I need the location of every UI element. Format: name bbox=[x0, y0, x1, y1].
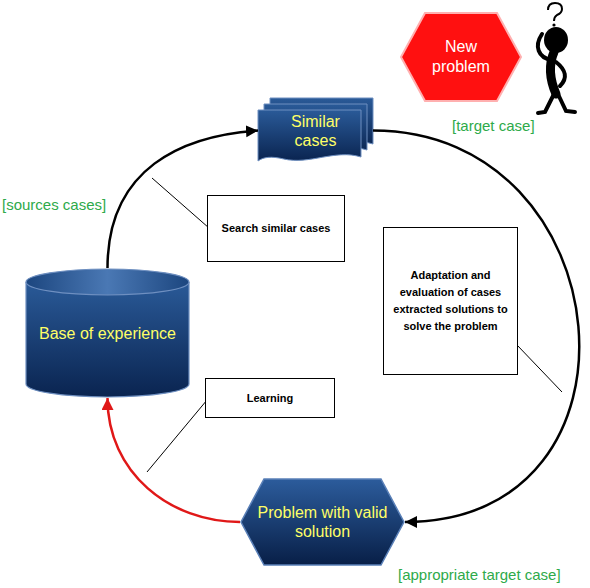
database-cylinder-part bbox=[26, 269, 189, 295]
node-text: Learning bbox=[247, 390, 293, 407]
case-label: [target case] bbox=[452, 117, 535, 134]
database-cylinder: Base of experience bbox=[25, 268, 190, 398]
node-text: Problem with valid solution bbox=[240, 503, 405, 541]
solution-hexagon-outline bbox=[240, 478, 405, 566]
node-text: Search similar cases bbox=[222, 220, 331, 237]
problem-hexagon: New problem bbox=[400, 12, 522, 102]
leader-line bbox=[517, 345, 562, 392]
solution-hexagon: Problem with valid solution bbox=[240, 478, 405, 566]
question-dot bbox=[552, 23, 555, 26]
problem-hexagon-outline bbox=[400, 12, 522, 102]
leader-line bbox=[147, 400, 207, 472]
node-text: Adaptation and evaluation of cases extra… bbox=[392, 267, 509, 335]
figure-arm bbox=[538, 34, 552, 60]
process-box: Search similar cases bbox=[207, 195, 345, 262]
problem-hexagon-part bbox=[401, 13, 521, 101]
leader-line bbox=[152, 178, 209, 228]
figure-leg bbox=[538, 92, 555, 113]
document-stack: Similar cases bbox=[258, 98, 373, 163]
database-cylinder-part bbox=[26, 282, 189, 397]
thinking-figure bbox=[538, 3, 575, 113]
case-label: [appropriate target case] bbox=[398, 566, 561, 583]
figure-leg bbox=[557, 92, 575, 112]
node-text: Base of experience bbox=[29, 324, 186, 343]
node-text: Similar cases bbox=[258, 112, 373, 150]
figure-arm bbox=[556, 62, 565, 86]
process-box: Learning bbox=[205, 378, 335, 418]
cycle-arrow bbox=[373, 131, 579, 523]
node-text: New problem bbox=[400, 37, 522, 77]
solution-hexagon-part bbox=[241, 479, 404, 565]
document-stack-outline bbox=[258, 98, 373, 163]
case-label: [sources cases] bbox=[2, 196, 106, 213]
process-box: Adaptation and evaluation of cases extra… bbox=[383, 227, 518, 375]
question-mark bbox=[548, 3, 562, 21]
